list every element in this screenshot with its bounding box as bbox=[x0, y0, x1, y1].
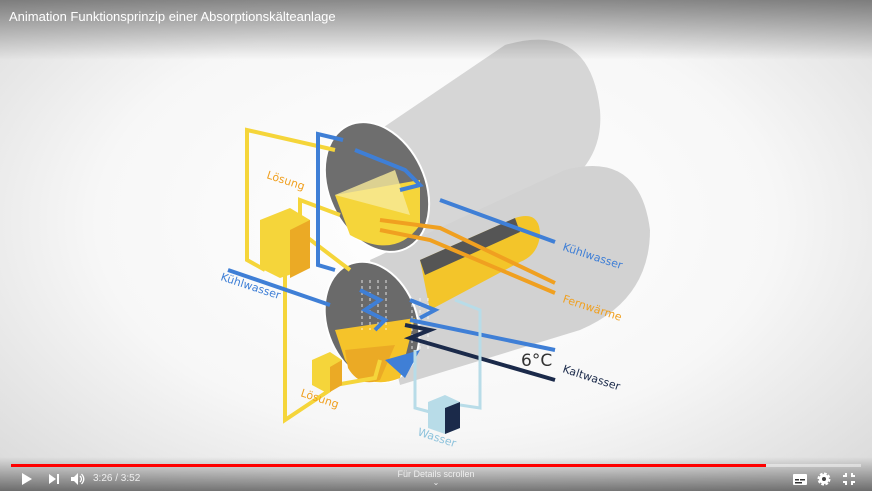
next-button[interactable] bbox=[47, 471, 61, 487]
absorber-solution-dark bbox=[345, 345, 395, 383]
volume-icon bbox=[71, 473, 85, 485]
volume-button[interactable] bbox=[70, 471, 86, 487]
scroll-hint-label: Für Details scrollen bbox=[397, 469, 475, 479]
exit-fullscreen-icon bbox=[843, 473, 855, 485]
inner-tube-shadow bbox=[420, 218, 520, 275]
chevron-down-icon: ⌄ bbox=[432, 478, 440, 487]
solution-pump-side bbox=[330, 360, 342, 392]
video-title[interactable]: Animation Funktionsprinzip einer Absorpt… bbox=[9, 9, 336, 24]
settings-icon bbox=[817, 472, 831, 486]
scroll-for-details[interactable]: Für Details scrollen⌄ bbox=[0, 469, 872, 487]
water-pipe-right bbox=[454, 298, 482, 410]
play-icon bbox=[22, 473, 32, 485]
exit-fullscreen-button[interactable] bbox=[841, 471, 857, 487]
label-kaltwasser: Kaltwasser bbox=[561, 362, 622, 393]
bottom-gradient bbox=[0, 457, 872, 491]
top-gradient bbox=[0, 0, 872, 60]
subtitles-button[interactable] bbox=[792, 471, 808, 487]
evaporator-water bbox=[385, 350, 420, 378]
settings-button[interactable] bbox=[816, 471, 832, 487]
label-loesung-top: Lösung bbox=[265, 168, 306, 193]
district-heat-pipes bbox=[379, 218, 556, 295]
play-button[interactable] bbox=[19, 471, 35, 487]
label-kuehlwasser-left: Kühlwasser bbox=[219, 270, 283, 302]
generator-spray bbox=[335, 170, 410, 215]
water-pump-side bbox=[445, 402, 460, 434]
progress-bar[interactable] bbox=[11, 464, 861, 467]
progress-fill bbox=[11, 464, 766, 467]
cooling-water-pipes bbox=[227, 131, 556, 352]
label-temperature: 6°C bbox=[521, 351, 552, 371]
heat-exchanger-side bbox=[290, 220, 310, 278]
chilled-water-pipe bbox=[403, 323, 556, 382]
subtitles-icon bbox=[793, 473, 807, 485]
next-icon bbox=[49, 474, 59, 484]
time-display: 3:26 / 3:52 bbox=[93, 473, 141, 484]
water-pipe-left bbox=[413, 350, 431, 414]
